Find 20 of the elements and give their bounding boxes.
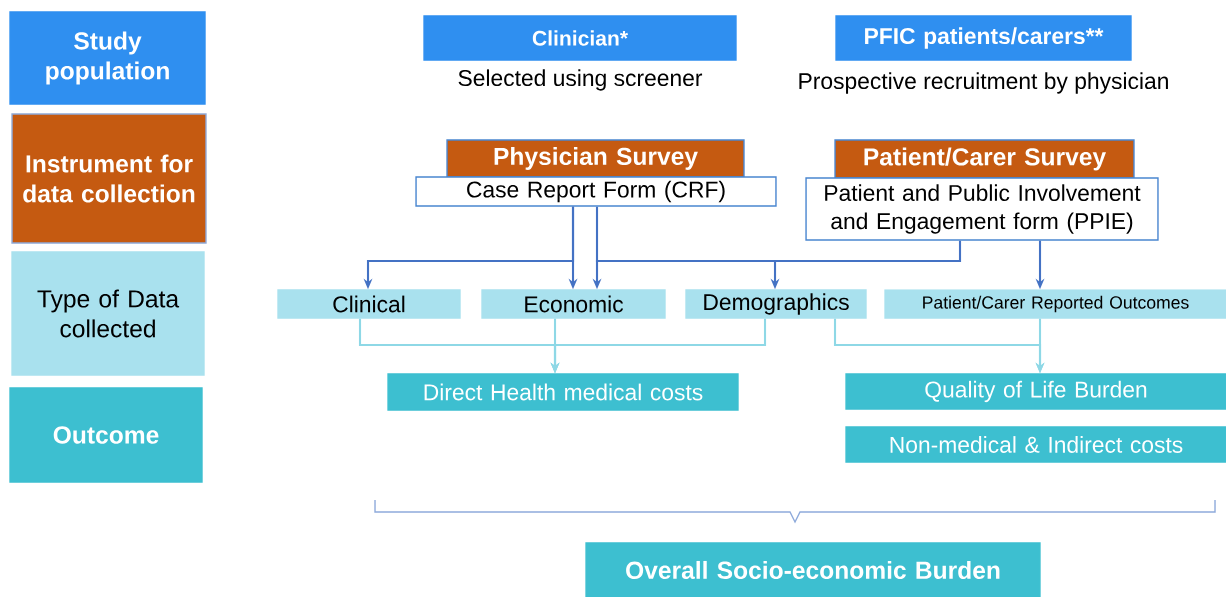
form-box: Patient and Public Involvement and Engagement form (PPIE): [805, 177, 1159, 241]
form-box: Case Report Form (CRF): [415, 176, 777, 207]
category-box: Outcome: [9, 387, 203, 483]
data-type-box: Demographics: [685, 289, 867, 319]
data-type-box: Economic: [481, 289, 666, 319]
category-box: Type of Data collected: [11, 251, 205, 376]
caption-text: Prospective recruitment by physician: [799, 72, 1168, 94]
outcome-box: Non-medical & Indirect costs: [845, 426, 1226, 463]
population-box: Clinician*: [423, 15, 737, 61]
outcome-box: Direct Health medical costs: [387, 373, 739, 411]
survey-box: Physician Survey: [446, 139, 745, 178]
category-box: Study population: [9, 11, 206, 105]
outcome-box: Quality of Life Burden: [845, 373, 1226, 410]
category-box: Instrument for data collection: [11, 113, 207, 244]
outcome-box: Overall Socio-economic Burden: [585, 542, 1041, 597]
survey-box: Patient/Carer Survey: [834, 139, 1135, 179]
population-box: PFIC patients/carers**: [835, 15, 1132, 61]
caption-text: Selected using screener: [458, 69, 703, 91]
data-type-box: Patient/Carer Reported Outcomes: [884, 289, 1226, 319]
data-type-box: Clinical: [277, 289, 461, 319]
